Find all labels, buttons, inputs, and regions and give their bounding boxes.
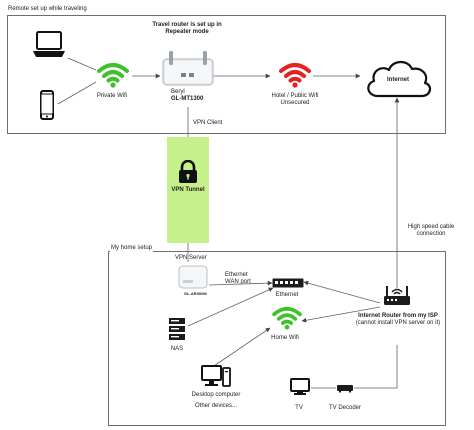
private-wifi-icon [97, 63, 129, 88]
tv-icon [290, 378, 310, 395]
tv-decoder-label: TV Decoder [328, 405, 362, 411]
nas-server-icon [169, 318, 185, 340]
laptop-to-wifi-line [67, 57, 97, 71]
vpn-tunnel-label: VPN Tunnel [171, 187, 205, 193]
internet-cloud-icon [367, 60, 432, 98]
cable-connection-label-2: connection [416, 231, 446, 237]
lock-icon [179, 160, 197, 183]
nas-label: NAS [170, 346, 184, 352]
vpn-tunnel [167, 137, 209, 243]
isp-router-label: Internet Router from my ISP [358, 313, 438, 319]
home-setup-title: My home setup [110, 245, 154, 252]
public-wifi-label: Hotel / Public Wifi [271, 93, 319, 99]
phone-icon [40, 90, 54, 120]
vpn-server-label: VPN Server [175, 255, 207, 261]
remote-setup-title: Remote set up while traveling [8, 6, 87, 12]
wifi-to-router-home-line [301, 306, 381, 323]
cable-connection-label-1: High speed cable [407, 224, 455, 230]
server-to-switch-line [208, 280, 273, 286]
home-setup-frame [108, 251, 446, 426]
phone-to-wifi-line [57, 81, 97, 105]
vpn-server-model: GL-AR300M [184, 291, 207, 296]
router-mode-title-1: Travel router is set up in [152, 22, 222, 28]
home-wifi-icon [272, 306, 302, 330]
laptop-icon [33, 31, 65, 57]
home-wifi-label: Home Wifi [271, 335, 299, 341]
switch-to-router-line [303, 280, 381, 304]
vpn-server-router-icon [178, 265, 208, 289]
tv-label: TV [295, 405, 303, 411]
private-wifi-label: Private Wifi [96, 93, 128, 99]
switch-label: Ethernet [275, 292, 299, 298]
desktop-label: Desktop computer [191, 392, 241, 398]
desktop-computer-icon [201, 365, 231, 387]
vpn-client-label: VPN Client [193, 120, 223, 126]
router-name: Beryl [171, 89, 185, 95]
decoder-to-router-line [354, 345, 398, 389]
isp-router-icon [384, 286, 410, 305]
isp-router-note: (cannot install VPN server on it) [355, 320, 441, 326]
ethernet-switch-icon [272, 278, 304, 288]
nas-to-switch-line [187, 287, 274, 327]
desktop-to-wifi-line [207, 327, 271, 371]
internet-label: Internet [386, 77, 410, 83]
remote-setup-frame [7, 15, 446, 134]
tv-decoder-icon [337, 385, 353, 393]
public-wifi-icon [279, 63, 311, 88]
public-wifi-status: Unsecured [280, 100, 310, 106]
wan-port-label: WAN port [225, 279, 251, 285]
router-mode-title-2: Repeater mode [165, 29, 209, 35]
other-devices-label: Other devices... [194, 403, 238, 409]
router-model: GL-MT1300 [171, 96, 204, 102]
travel-router-icon [162, 51, 214, 86]
ethernet-wan-label: Ethernet [225, 272, 248, 278]
